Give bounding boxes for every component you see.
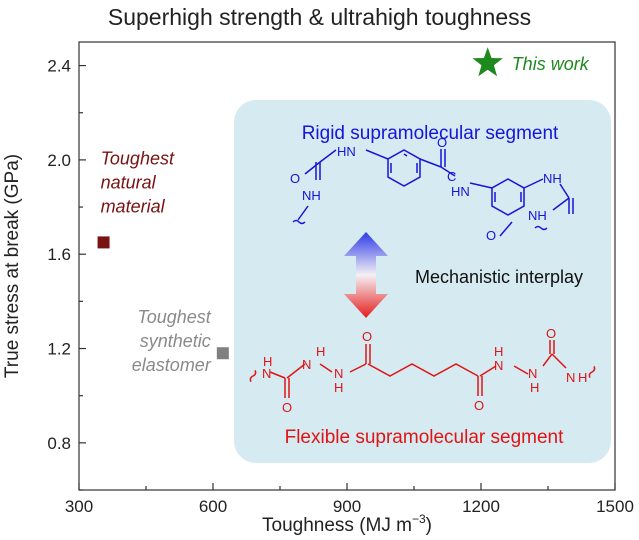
flexible-molecule-atoms: H N O N H N H O O H N N H O N H	[262, 326, 587, 415]
point-label-0: Toughest natural material	[101, 148, 175, 216]
star-icon	[472, 47, 503, 77]
x-axis-label-exponent: −3	[412, 512, 426, 526]
mechanistic-interplay-label: Mechanistic interplay	[415, 267, 583, 287]
rigid-atom-nh-3: NH	[528, 208, 547, 223]
y-tick-label: 1.2	[47, 340, 71, 359]
flex-atom-o-2: O	[362, 329, 372, 344]
rigid-atom-o-2: O	[486, 228, 496, 243]
flex-atom-h-4: H	[494, 344, 503, 359]
double-arrow-icon	[344, 232, 388, 318]
y-tick-label: 2.0	[47, 151, 71, 170]
x-axis-label: Toughness (MJ m−3)	[262, 512, 432, 536]
chart-title: Superhigh strength & ultrahigh toughness	[107, 4, 532, 30]
flex-atom-n-3: N	[334, 366, 343, 381]
rigid-atom-nh-2: NH	[543, 171, 562, 186]
x-tick-label: 300	[65, 497, 93, 516]
flex-atom-n-2: N	[302, 357, 311, 372]
inset-panel	[234, 100, 611, 463]
flex-atom-h-2: H	[316, 344, 325, 359]
point-label-line: material	[101, 196, 166, 216]
rigid-atom-carbonyl-o: O	[437, 135, 447, 150]
point-label-line: elastomer	[132, 355, 212, 375]
point-marker-0	[97, 236, 110, 249]
point-label-line: This work	[512, 54, 590, 74]
point-marker-1	[216, 347, 229, 360]
x-tick-label: 1500	[596, 497, 634, 516]
rigid-atom-o: O	[290, 171, 300, 186]
point-label-2: This work	[512, 54, 590, 74]
flex-atom-o-1: O	[282, 400, 292, 415]
flex-atom-n-6: N	[566, 370, 575, 385]
y-tick-label: 1.6	[47, 245, 71, 264]
rigid-molecule-atoms: HN NH O O C HN NH NH O	[290, 135, 562, 243]
x-axis-label-tail: )	[426, 515, 432, 536]
flex-atom-o-3: O	[474, 398, 484, 413]
point-label-line: Toughest	[137, 307, 211, 327]
point-label-1: Toughest synthetic elastomer	[132, 307, 212, 375]
point-label-line: synthetic	[140, 331, 211, 351]
flex-atom-n-4: N	[494, 358, 503, 373]
flex-atom-h-6: H	[578, 370, 587, 385]
rigid-segment-label: Rigid supramolecular segment	[302, 123, 559, 144]
x-tick-label: 600	[199, 497, 227, 516]
flex-atom-h-5: H	[530, 380, 539, 395]
flex-atom-o-4: O	[546, 326, 556, 341]
x-tick-label: 900	[333, 497, 361, 516]
flex-atom-n-1: N	[262, 366, 271, 381]
x-axis-label-main: Toughness (MJ m	[262, 515, 412, 536]
flex-atom-n-5: N	[528, 366, 537, 381]
rigid-atom-nh: NH	[302, 188, 321, 203]
y-tick-label: 0.8	[47, 434, 71, 453]
flexible-segment-label: Flexible supramolecular segment	[285, 427, 565, 448]
rigid-atom-hn: HN	[337, 144, 356, 159]
point-label-line: Toughest	[101, 148, 175, 168]
axis-ticks: 300 600 900 1200 1500 0.8 1.2 1.6 2.0 2.4	[47, 57, 634, 516]
rigid-atom-c: C	[447, 169, 456, 184]
rigid-molecule-structure	[292, 149, 574, 237]
y-axis-label: True stress at break (GPa)	[2, 154, 23, 378]
flex-atom-h-1: H	[263, 354, 272, 369]
point-label-line: natural	[101, 172, 157, 192]
flex-atom-h-3: H	[334, 380, 343, 395]
flexible-molecule-structure	[249, 340, 596, 398]
rigid-atom-hn-2: HN	[451, 184, 470, 199]
y-tick-label: 2.4	[47, 57, 71, 76]
x-tick-label: 1200	[462, 497, 500, 516]
